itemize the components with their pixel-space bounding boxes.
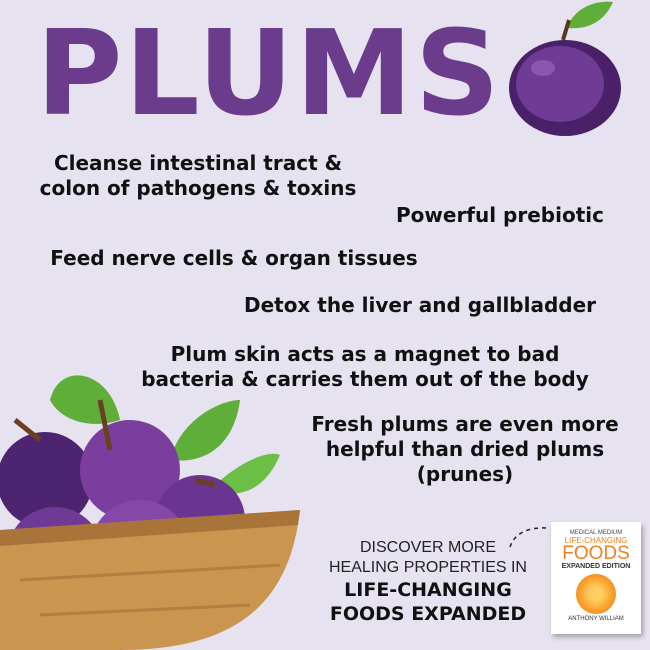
promo-text: DISCOVER MORE HEALING PROPERTIES IN LIFE…: [318, 538, 538, 626]
leaf-icon: [210, 453, 280, 494]
leaf-icon: [170, 400, 240, 461]
promo-book-title: LIFE-CHANGING: [344, 579, 512, 601]
fact-line: bacteria & carries them out of the body: [141, 367, 589, 391]
fact-line: Feed nerve cells & organ tissues: [50, 246, 418, 270]
page-title: PLUMS: [36, 4, 502, 142]
book-series: MEDICAL MEDIUM: [569, 530, 623, 536]
fact-line: Fresh plums are even more: [311, 412, 619, 436]
book-title: LIFE-CHANGING: [564, 536, 628, 545]
book-author: ANTHONY WILLIAM: [568, 616, 624, 622]
leaf-icon: [50, 375, 120, 424]
fact-cleanse: Cleanse intestinal tract & colon of path…: [40, 151, 357, 201]
promo-line: HEALING PROPERTIES IN: [329, 559, 527, 576]
leaf-icon: [567, 1, 613, 29]
orange-image: [576, 574, 616, 614]
fact-nerve-cells: Feed nerve cells & organ tissues: [50, 246, 417, 271]
fact-line: Plum skin acts as a magnet to bad: [170, 342, 560, 366]
fact-line: helpful than dried plums: [325, 437, 605, 461]
fact-detox: Detox the liver and gallbladder: [244, 293, 596, 318]
plum-illustration: [509, 1, 621, 136]
fact-plum-skin: Plum skin acts as a magnet to bad bacter…: [141, 342, 589, 392]
fact-fresh-plums: Fresh plums are even more helpful than d…: [311, 412, 618, 487]
fact-line: Detox the liver and gallbladder: [243, 293, 597, 317]
fact-prebiotic: Powerful prebiotic: [396, 203, 604, 228]
plum-basket-illustration: [0, 375, 300, 650]
book-title: FOODS: [562, 543, 630, 564]
fact-line: (prunes): [416, 462, 514, 486]
fact-line: Powerful prebiotic: [396, 203, 604, 227]
book-edition: EXPANDED EDITION: [561, 563, 631, 570]
promo-book-title: FOODS EXPANDED: [329, 603, 527, 625]
fact-line: Cleanse intestinal tract &: [53, 151, 343, 175]
promo-line: DISCOVER MORE: [359, 539, 496, 556]
fact-line: colon of pathogens & toxins: [39, 176, 357, 200]
dashed-arrow: [509, 527, 548, 548]
book-cover: MEDICAL MEDIUM LIFE-CHANGING FOODS EXPAN…: [551, 522, 641, 634]
